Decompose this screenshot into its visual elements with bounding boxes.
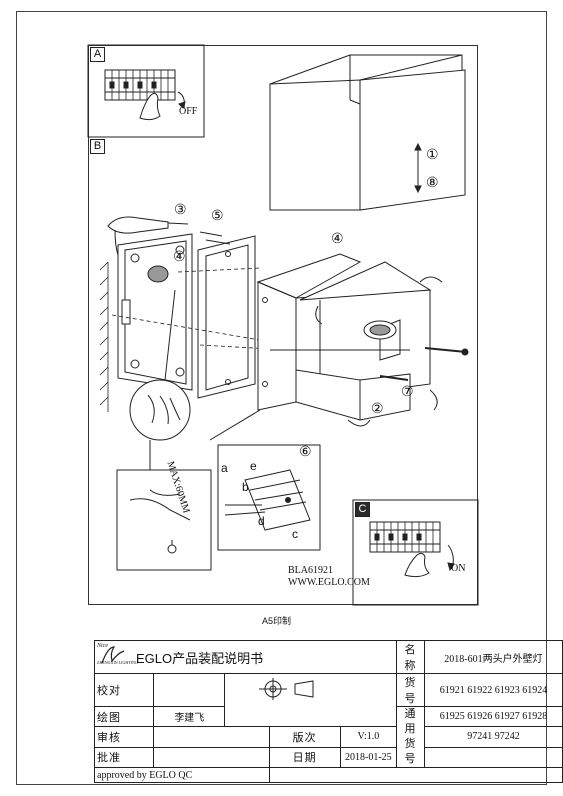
terminal-block-panel [217, 444, 321, 551]
approved-by: approved by EGLO QC [94, 767, 270, 783]
general-value-2: 97241 97242 [423, 726, 563, 748]
screwdriver-icon [107, 216, 169, 234]
breaker-strip-on-icon [369, 521, 441, 553]
approve-value [153, 746, 270, 769]
general-label-line-1: 通用 [404, 708, 417, 735]
hand-icon [139, 92, 161, 121]
step-8-label: ⑧ [426, 174, 439, 190]
item-no-value: 61921 61922 61923 61924 [423, 673, 563, 707]
page-border [16, 11, 547, 785]
step-1-label: ① [426, 146, 439, 162]
drawer-name: 李建飞 [153, 705, 226, 728]
wire-letter-b: b [242, 480, 249, 494]
panel-b-tag: B [90, 139, 105, 154]
check-label: 校对 [93, 673, 155, 707]
wire-letter-d: d [258, 514, 265, 528]
date-label: 日期 [268, 746, 341, 769]
panel-c-box [352, 499, 479, 606]
version-value: V:1.0 [339, 726, 398, 748]
brand-sub-text: ZHENGXIN LIGHTING [97, 660, 138, 665]
assembly-diagram-frame [88, 45, 478, 605]
lamp-housing [256, 253, 432, 421]
projection-symbol-icon [259, 678, 314, 700]
brand-logo-text: Nice [97, 643, 108, 649]
name-value: 2018-601两头户外壁灯 [423, 640, 563, 674]
doc-title-cell: Nice ZHENGXIN LIGHTING EGLO产品装配说明书 [93, 640, 398, 674]
panel-a-tag: A [90, 47, 105, 62]
off-label: OFF [179, 106, 198, 117]
website-url: WWW.EGLO.COM [288, 577, 370, 588]
date-value: 2018-01-25 [339, 746, 398, 769]
shade-cube-drawing [269, 54, 466, 211]
step-2-label: ② [371, 400, 384, 416]
review-value [153, 726, 270, 748]
review-label: 审核 [93, 726, 155, 748]
check-value [153, 673, 226, 707]
step-6-label: ⑥ [299, 443, 312, 459]
gasket-frame [197, 235, 256, 399]
blank-cell [423, 746, 563, 769]
wire-letter-c: c [292, 527, 298, 541]
footer-blank-cell [268, 767, 563, 783]
version-label: 版次 [268, 726, 341, 748]
doc-title: EGLO产品装配说明书 [136, 651, 264, 666]
panel-c-tag: C [355, 502, 370, 517]
rotate-arrow [419, 276, 443, 283]
name-label: 名称 [396, 640, 425, 674]
on-label: ON [451, 563, 466, 574]
step-3-label: ③ [174, 201, 187, 217]
step-4-top-label: ④ [331, 230, 344, 246]
general-value-1: 61925 61926 61927 61928 [423, 705, 563, 728]
wall-hatch [99, 261, 109, 412]
general-item-label: 通用 货号 [396, 706, 425, 768]
projection-symbol-cell [224, 672, 398, 728]
model-code: BLA61921 [288, 565, 333, 576]
mounting-plate [117, 233, 193, 391]
wire-letter-e: e [250, 459, 257, 473]
step-4-left-label: ④ [173, 248, 186, 264]
item-no-label: 货号 [396, 673, 425, 707]
wire-letter-a: a [221, 461, 228, 475]
off-arrow-icon [177, 91, 185, 109]
print-note: A5印制 [262, 616, 292, 626]
wire-detail-circle [129, 379, 191, 441]
general-label-line-2: 货号 [404, 738, 417, 765]
approve-label: 批准 [93, 746, 155, 769]
title-block-table: Nice ZHENGXIN LIGHTING EGLO产品装配说明书 名称 20… [93, 640, 563, 783]
hand-on-icon [404, 552, 430, 578]
drawing-label: 绘图 [93, 705, 155, 728]
cutter-panel [116, 469, 212, 571]
breaker-strip-icon [104, 69, 176, 101]
step-7-label: ⑦ [401, 383, 414, 399]
step-5-label: ⑤ [211, 207, 224, 223]
